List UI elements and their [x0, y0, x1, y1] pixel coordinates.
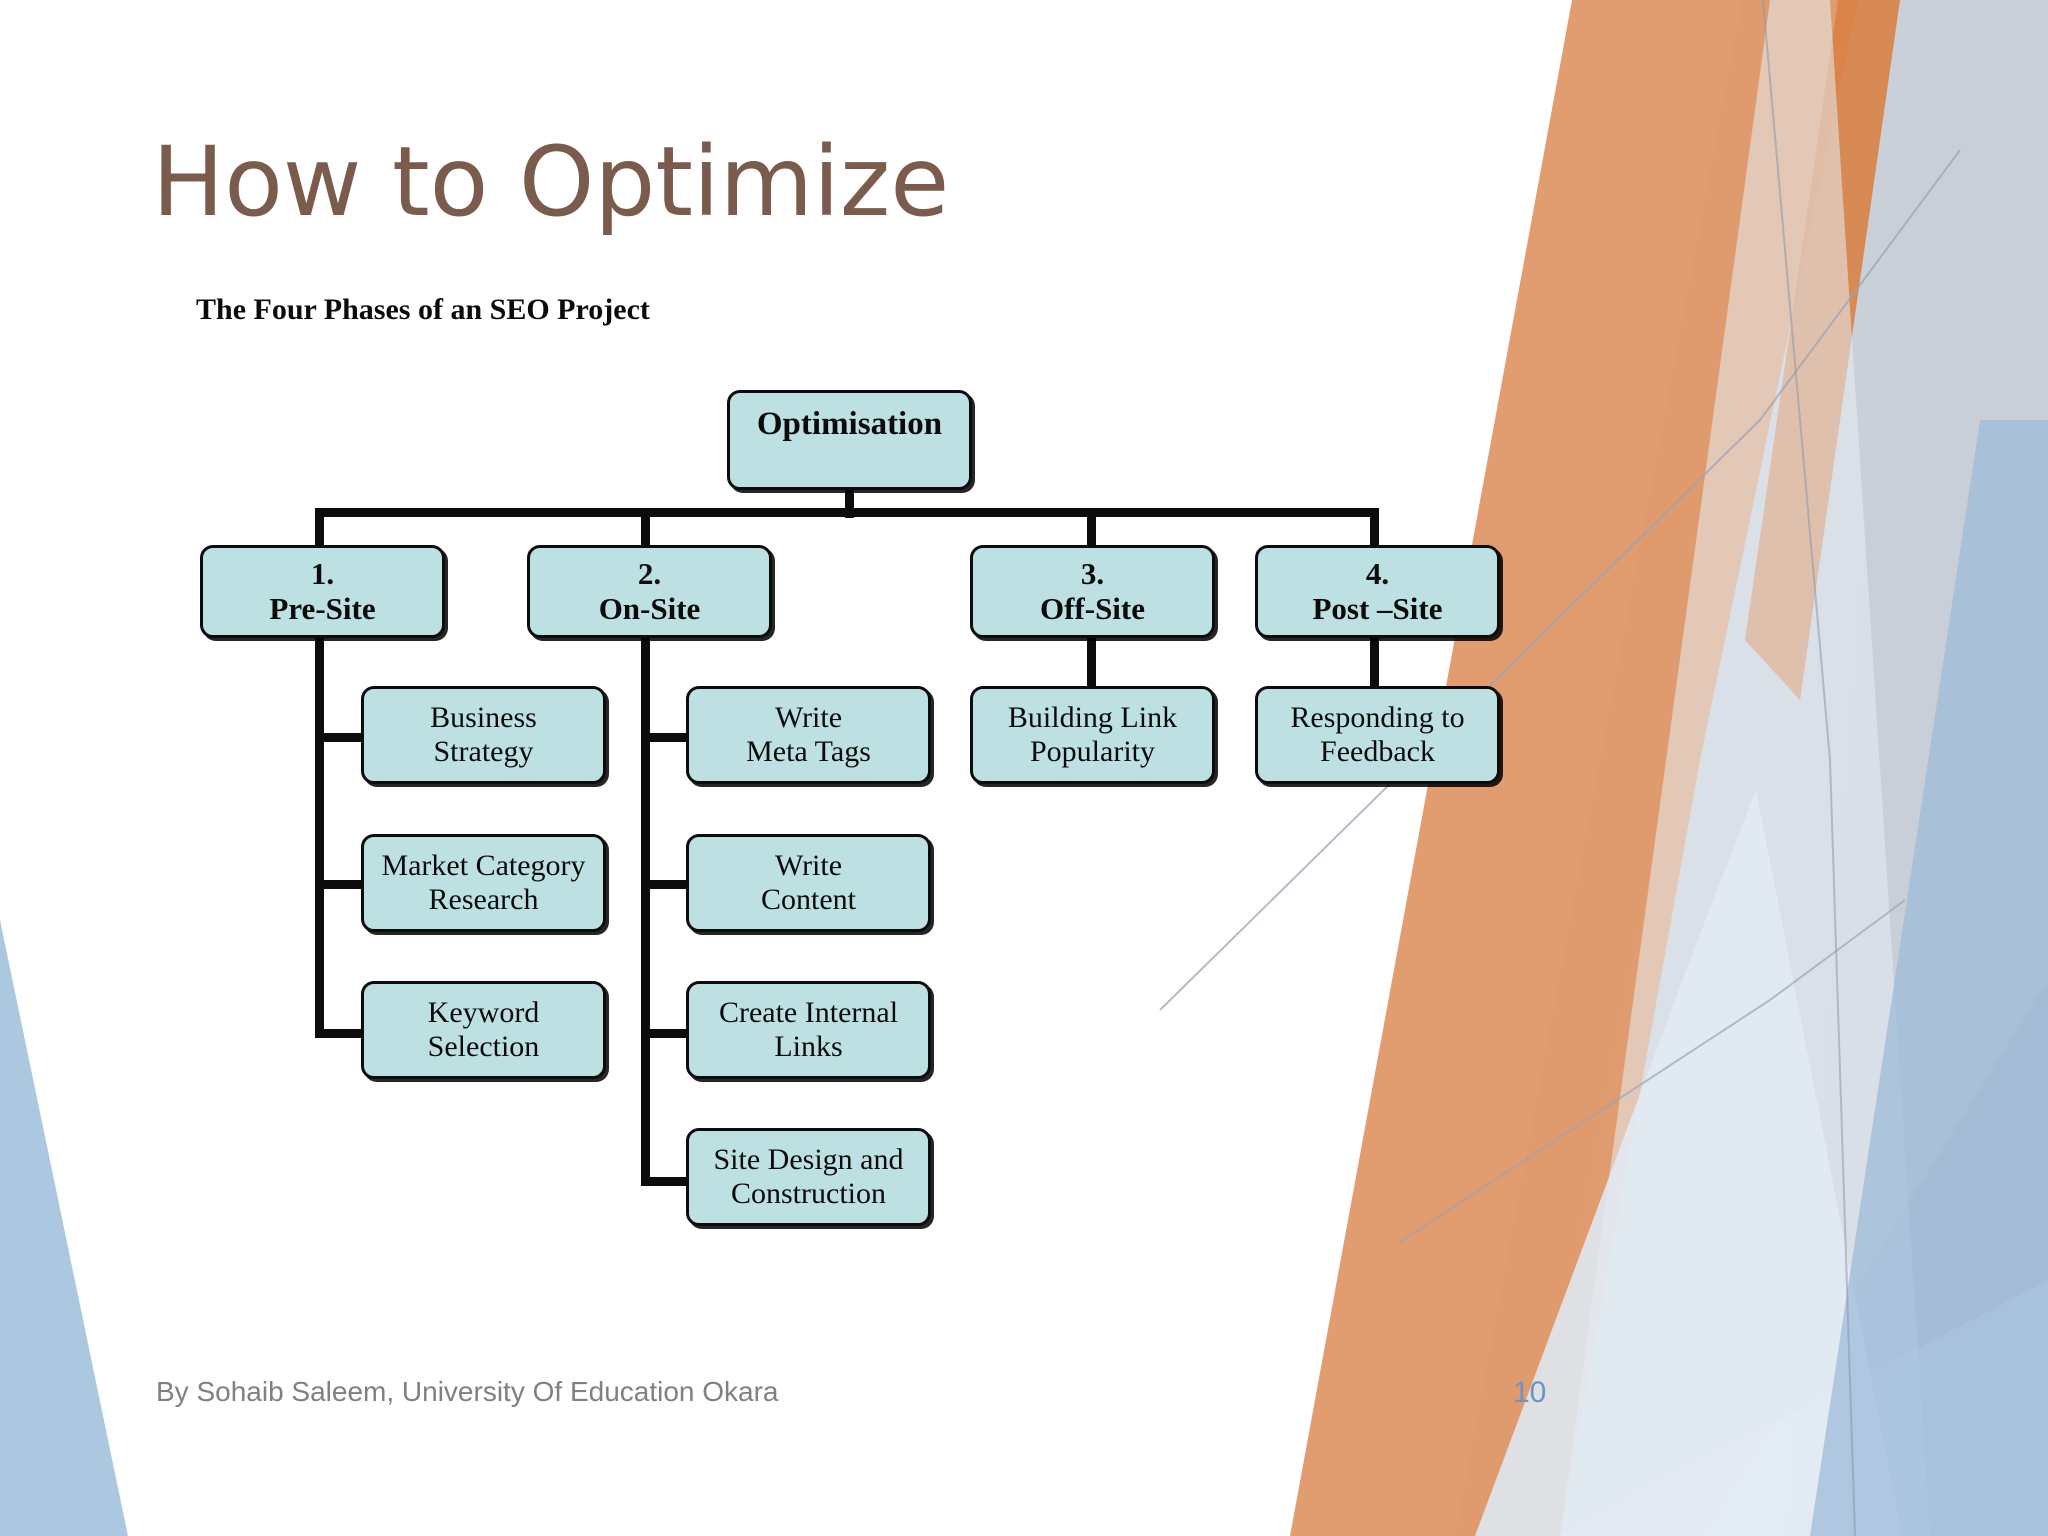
connector-phase-1-branch-2 [315, 880, 366, 889]
diagram-node-phase-1-child-2: Market Category Research [361, 834, 606, 932]
diagram-node-phase-4-child-1: Responding to Feedback [1255, 686, 1500, 784]
connector-phase-1-spine [315, 638, 324, 1038]
phase-2-number: 2. [637, 555, 662, 591]
connector-phase-1-branch-3 [315, 1029, 366, 1038]
diagram-node-phase-2-child-4: Site Design and Construction [686, 1128, 931, 1226]
connector-phase-3-spine [1087, 638, 1096, 690]
connector-phase-2-branch-2 [641, 880, 692, 889]
leaf-line-2: Content [761, 883, 856, 916]
connector-bus [315, 508, 1378, 517]
diagram-caption: The Four Phases of an SEO Project [196, 293, 650, 326]
phase-3-name: Off-Site [1039, 590, 1146, 626]
connector-phase-2-branch-3 [641, 1029, 692, 1038]
phase-4-number: 4. [1365, 555, 1390, 591]
connector-phase-1-drop [315, 508, 324, 550]
leaf-line-1: Create Internal [718, 996, 899, 1030]
leaf-line-1: Market Category [381, 849, 586, 883]
leaf-line-2: Feedback [1320, 735, 1435, 768]
connector-phase-2-drop [641, 508, 650, 550]
footer-credit: By Sohaib Saleem, University Of Educatio… [156, 1376, 779, 1407]
phase-1-number: 1. [310, 555, 335, 591]
leaf-line-1: Write [774, 701, 843, 735]
root-label: Optimisation [756, 406, 943, 442]
page-title: How to Optimize [152, 126, 950, 238]
connector-root-stem [845, 490, 854, 518]
connector-phase-3-drop [1087, 508, 1096, 550]
leaf-line-1: Site Design and [713, 1143, 904, 1177]
diagram-node-phase-3: 3. Off-Site [970, 545, 1215, 638]
diagram-node-phase-2-child-2: Write Content [686, 834, 931, 932]
leaf-line-2: Strategy [433, 735, 534, 768]
phase-2-name: On-Site [598, 590, 701, 626]
diagram-node-phase-3-child-1: Building Link Popularity [970, 686, 1215, 784]
leaf-line-2: Construction [731, 1177, 886, 1210]
diagram-node-phase-2: 2. On-Site [527, 545, 772, 638]
leaf-line-1: Keyword [427, 996, 540, 1030]
diagram-node-phase-1-child-3: Keyword Selection [361, 981, 606, 1079]
leaf-line-1: Write [774, 849, 843, 883]
diagram-node-phase-1-child-1: Business Strategy [361, 686, 606, 784]
page-number: 10 [1513, 1376, 1547, 1409]
leaf-line-1: Responding to [1290, 701, 1465, 735]
leaf-line-2: Selection [427, 1030, 540, 1063]
diagram-node-phase-1: 1. Pre-Site [200, 545, 445, 638]
phase-4-name: Post –Site [1312, 590, 1443, 626]
leaf-line-2: Research [428, 883, 539, 916]
leaf-line-1: Business [430, 701, 537, 735]
leaf-line-2: Popularity [1030, 735, 1155, 768]
phase-3-number: 3. [1080, 555, 1105, 591]
diagram-node-phase-2-child-3: Create Internal Links [686, 981, 931, 1079]
connector-phase-4-drop [1370, 508, 1379, 550]
diagram-node-root: Optimisation [727, 390, 972, 490]
connector-phase-2-branch-4 [641, 1177, 692, 1186]
diagram-node-phase-4: 4. Post –Site [1255, 545, 1500, 638]
leaf-line-2: Meta Tags [746, 735, 871, 768]
leaf-line-2: Links [774, 1030, 843, 1063]
diagram-node-phase-2-child-1: Write Meta Tags [686, 686, 931, 784]
connector-phase-4-spine [1370, 638, 1379, 690]
connector-phase-1-branch-1 [315, 733, 366, 742]
connector-phase-2-spine [641, 638, 650, 1186]
phase-1-name: Pre-Site [269, 590, 376, 626]
leaf-line-1: Building Link [1007, 701, 1178, 735]
connector-phase-2-branch-1 [641, 733, 692, 742]
